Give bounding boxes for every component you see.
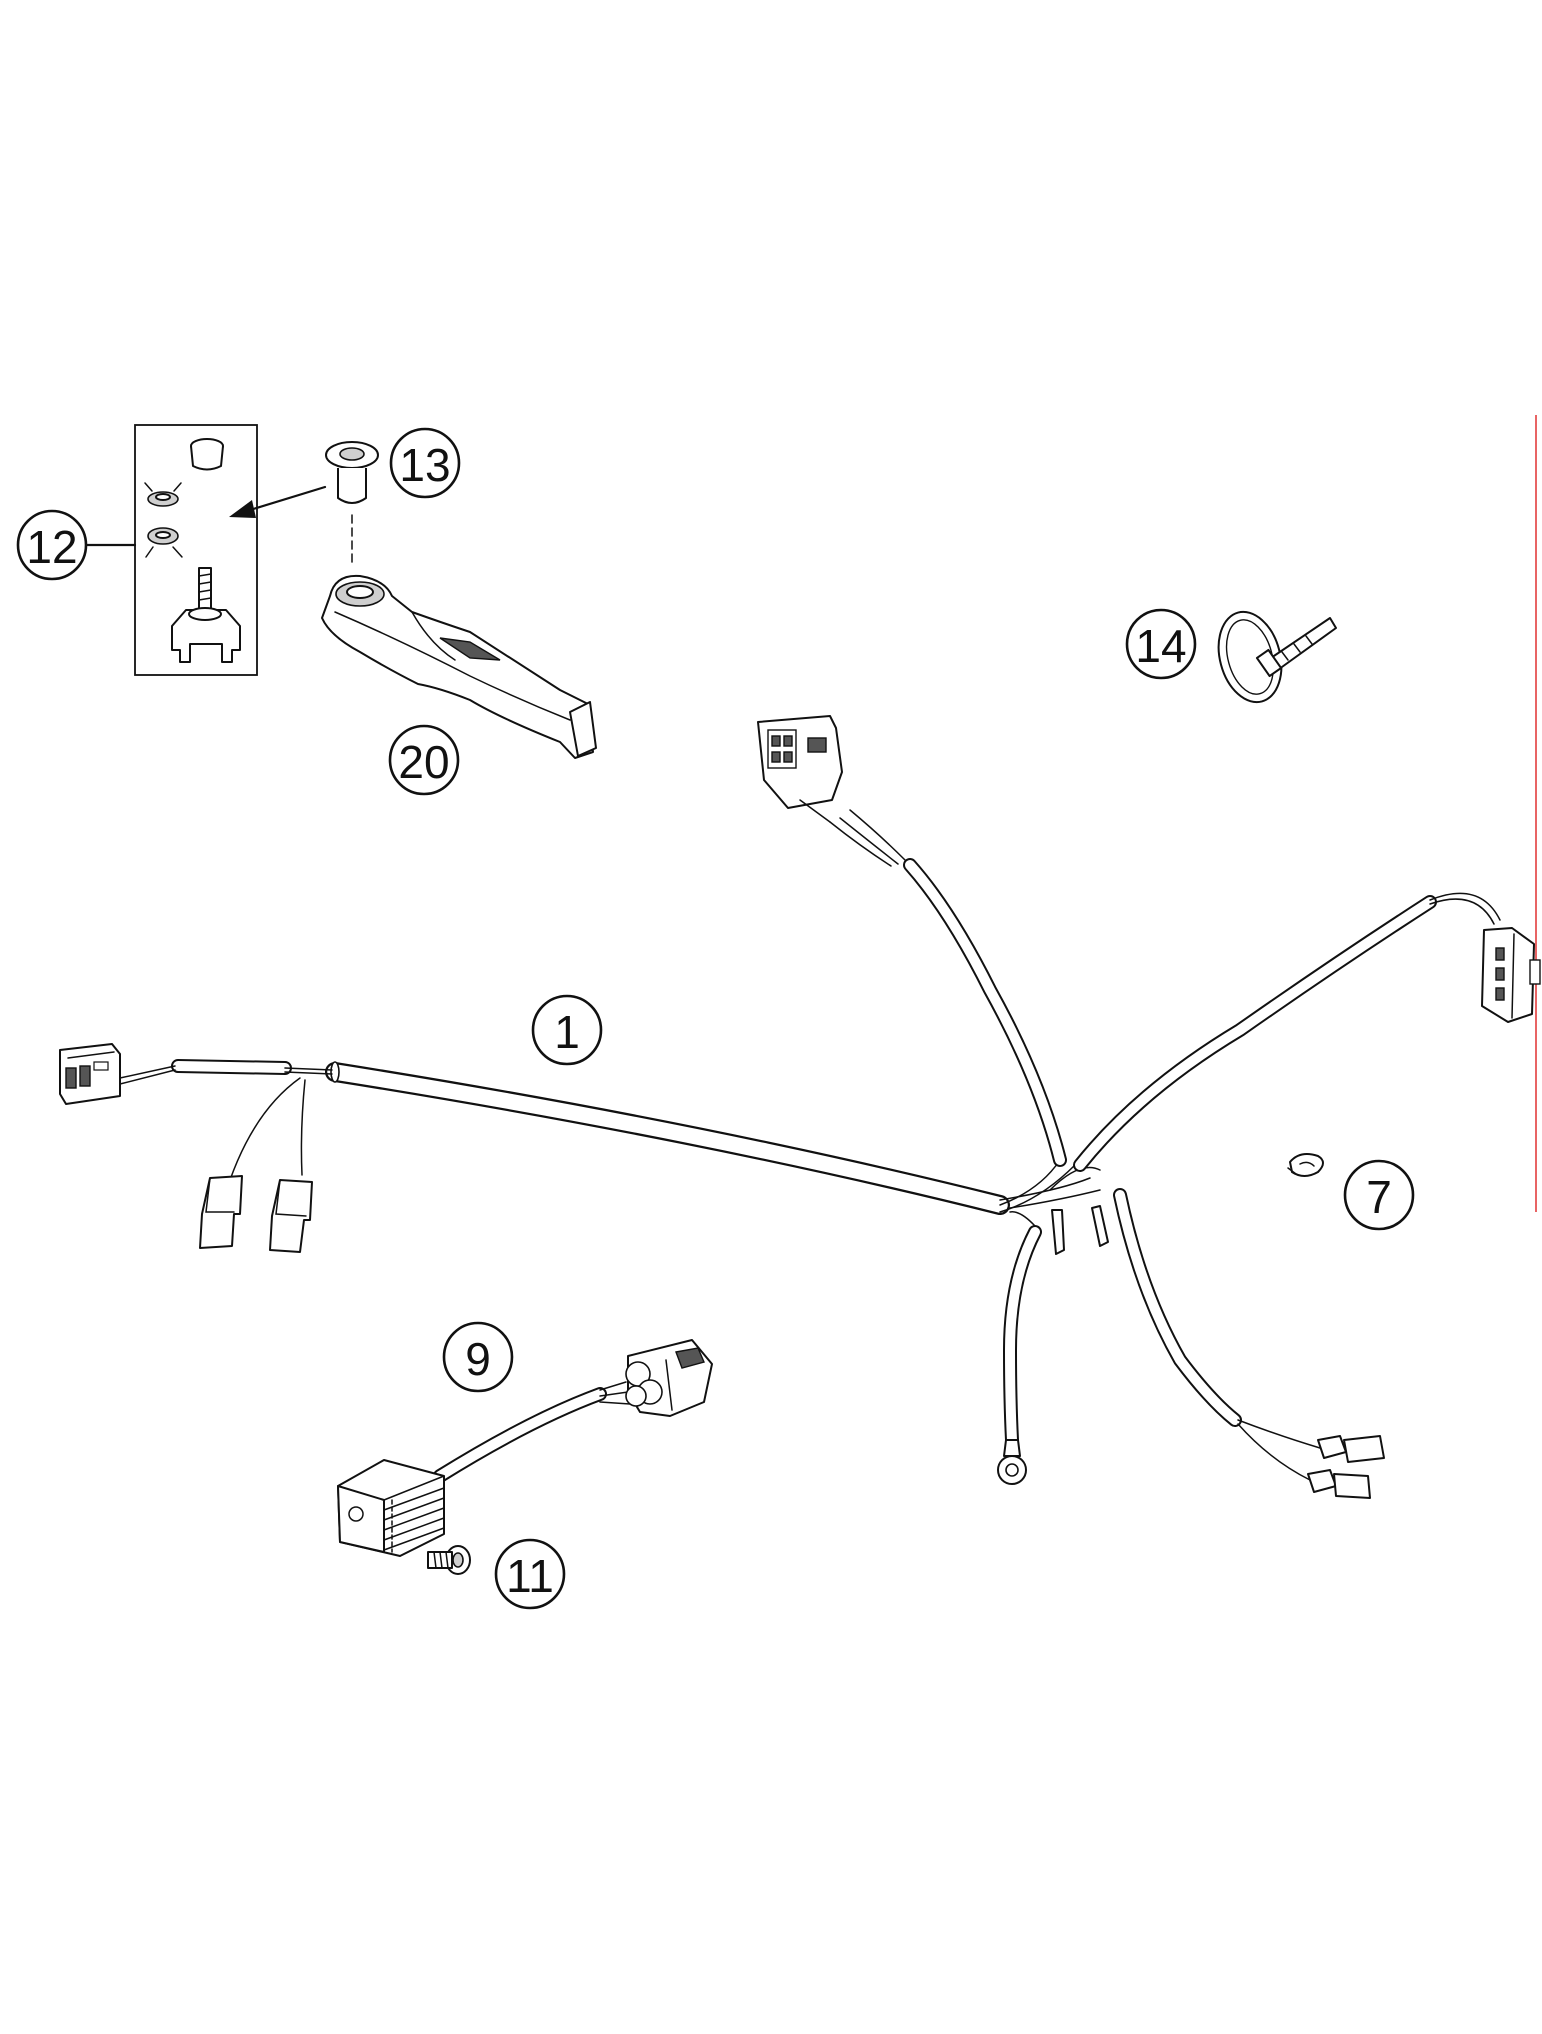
callout-20: 20	[388, 724, 460, 796]
part-12-mounting-kit	[85, 424, 258, 676]
part-1-wiring-harness	[59, 715, 1541, 1499]
assembly-arrow	[229, 485, 327, 518]
callout-12-label: 12	[26, 521, 77, 573]
callout-13-label: 13	[399, 439, 450, 491]
callout-14-label: 14	[1135, 620, 1186, 672]
part-11-screw	[427, 1545, 471, 1575]
callout-1-label: 1	[554, 1006, 580, 1058]
kit-base	[171, 609, 241, 663]
callout-9: 9	[442, 1321, 514, 1393]
callout-11: 11	[494, 1538, 566, 1610]
part-7-clip	[1287, 1153, 1324, 1177]
part-9-regulator	[337, 1339, 713, 1557]
part-13-grommet	[325, 441, 379, 566]
callout-14: 14	[1125, 608, 1197, 680]
part-14-cable-tie	[1217, 610, 1337, 704]
callout-1: 1	[531, 994, 603, 1066]
callout-7-label: 7	[1366, 1171, 1392, 1223]
callout-11-label: 11	[506, 1550, 554, 1602]
callout-7: 7	[1343, 1159, 1415, 1231]
callout-9-label: 9	[465, 1333, 491, 1385]
callout-20-label: 20	[398, 736, 449, 788]
callout-13: 13	[389, 427, 461, 499]
part-20-holder	[321, 574, 597, 759]
callout-12: 12	[16, 509, 88, 581]
connector-right	[1481, 927, 1535, 1023]
